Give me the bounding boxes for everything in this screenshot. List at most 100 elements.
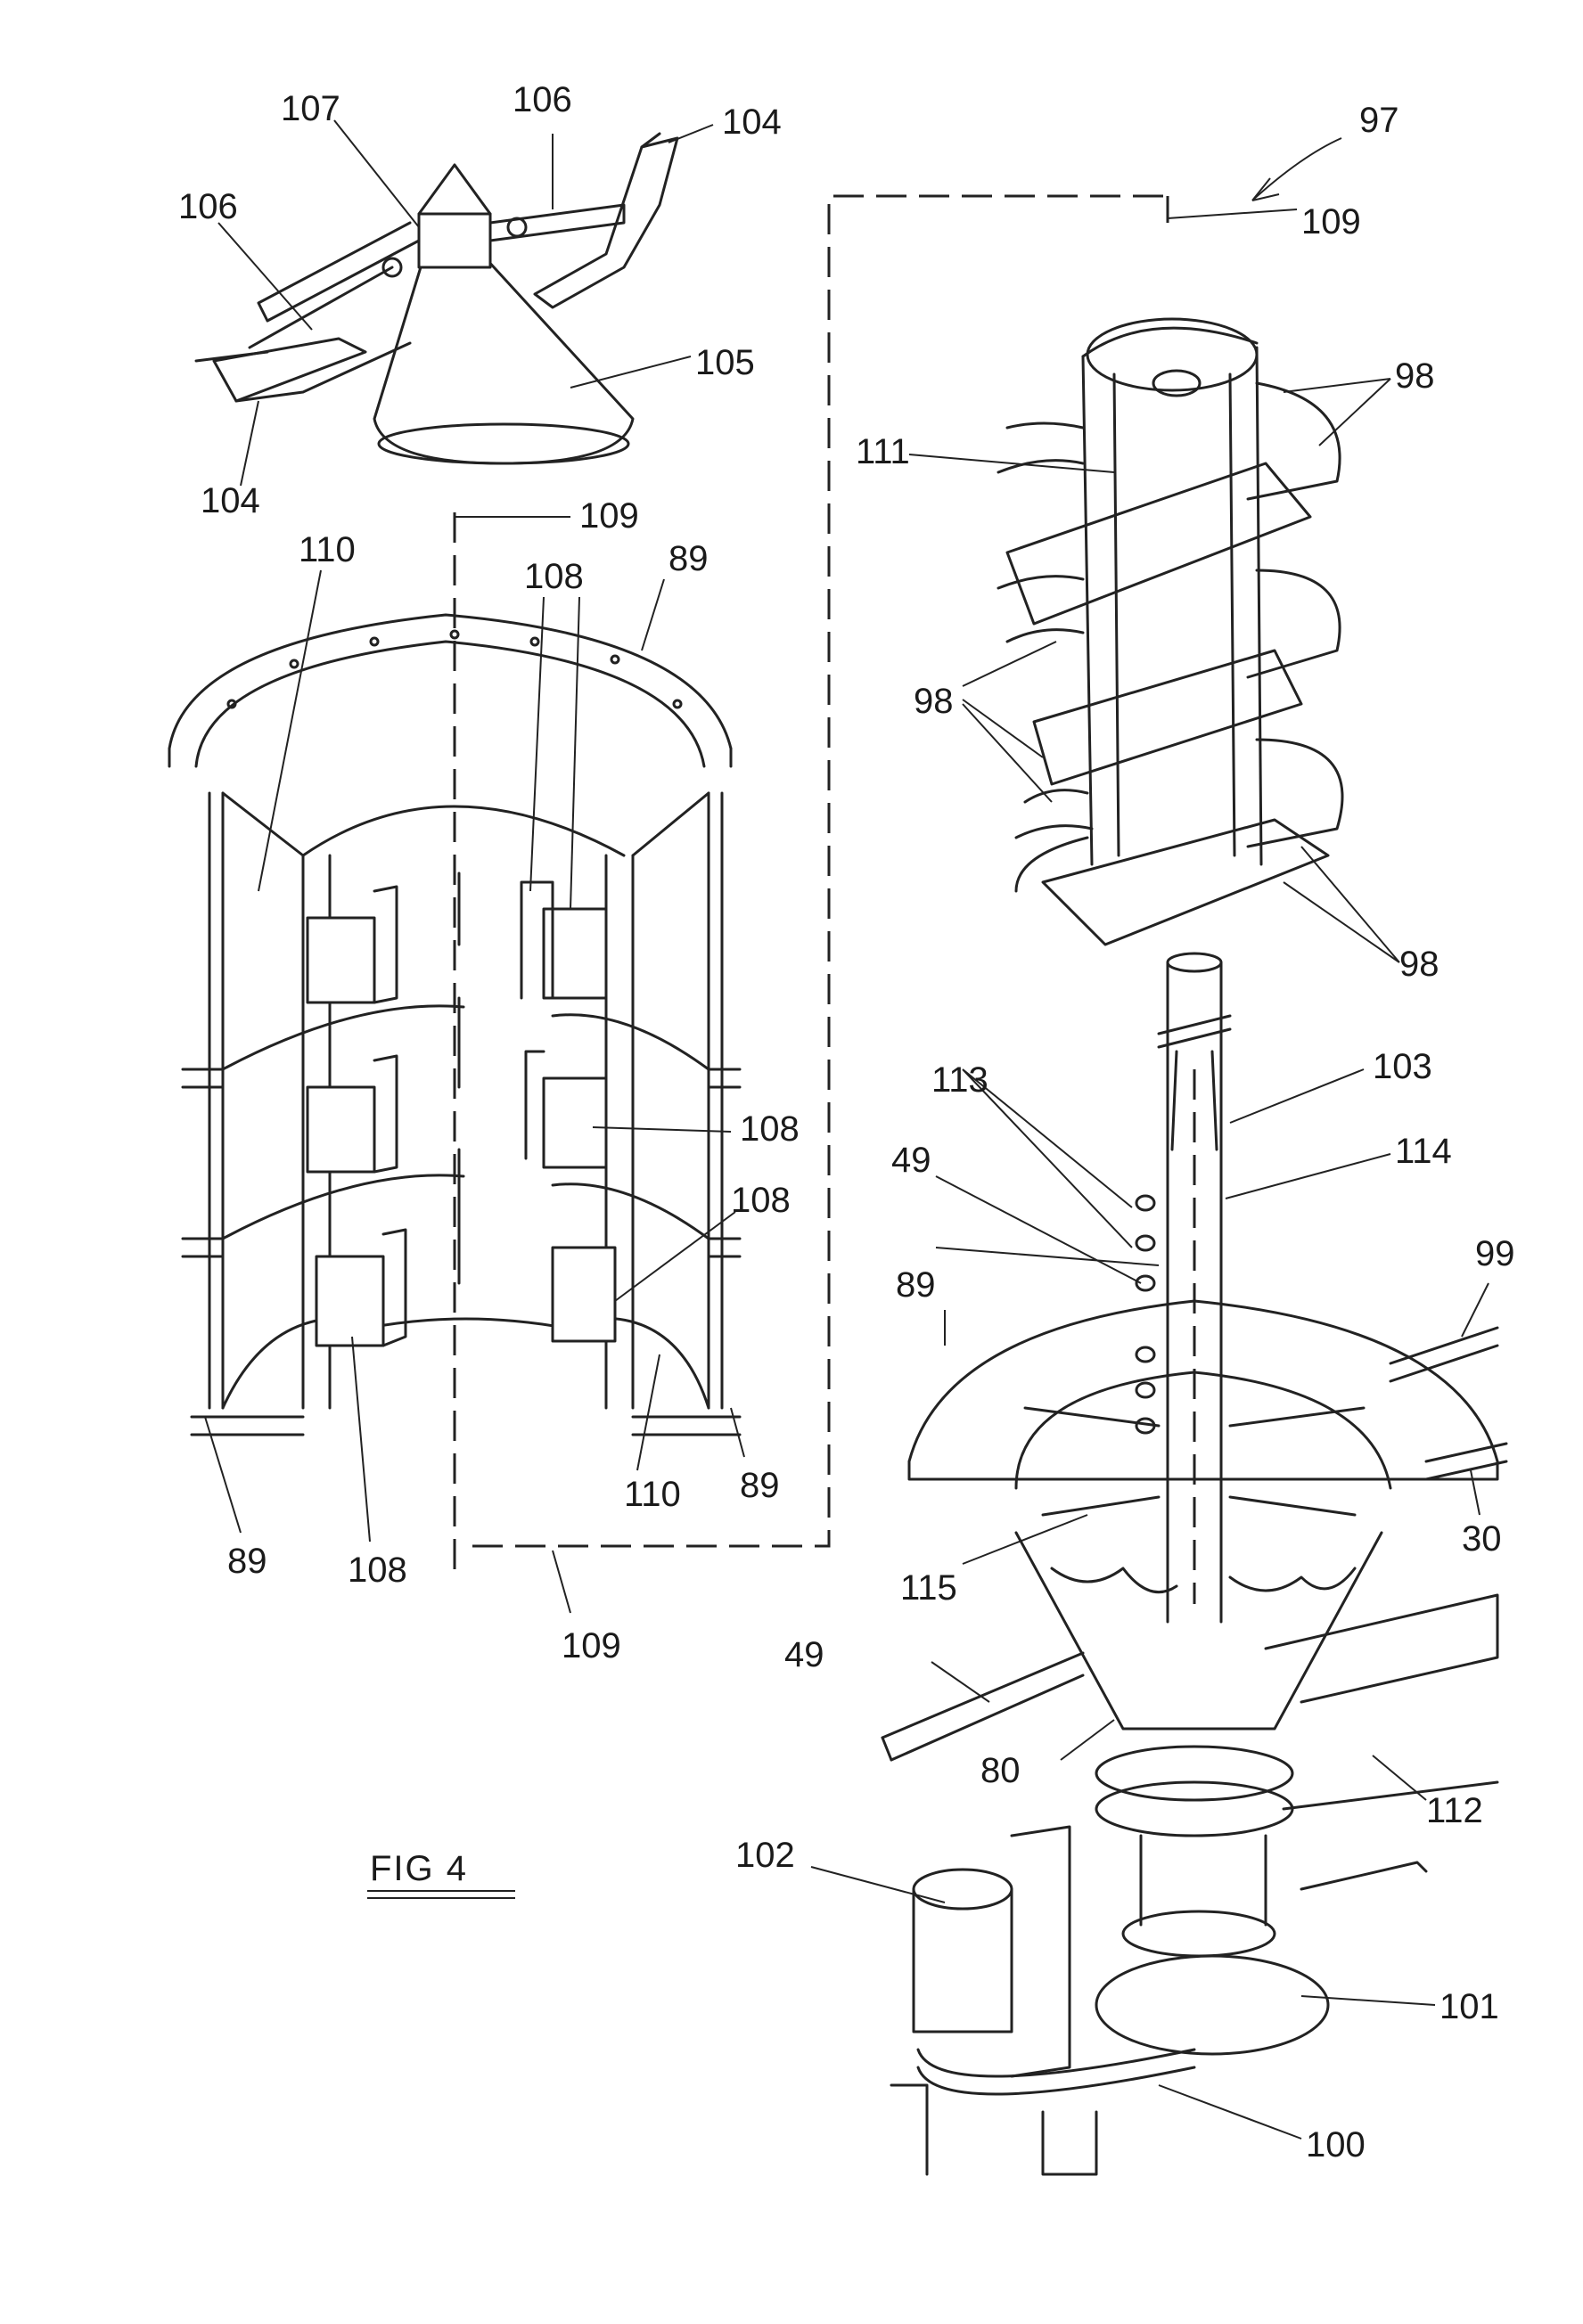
leader-110b	[636, 1354, 660, 1471]
plate-108-l3	[315, 1255, 385, 1347]
plate-108-r2-side	[524, 1050, 545, 1160]
leader-49b	[931, 1661, 990, 1703]
motor-102	[912, 1887, 1013, 2034]
ring-flange-1	[181, 1068, 742, 1089]
cone-105	[373, 257, 635, 465]
arm-pivot-right	[506, 217, 528, 238]
pipe-99	[1389, 1326, 1499, 1383]
leader-80	[1060, 1719, 1115, 1761]
blade-104-left-edge	[234, 341, 412, 403]
leader-30	[1470, 1469, 1480, 1516]
arrow-97	[1251, 177, 1280, 201]
label-108-bottom: 108	[348, 1551, 407, 1590]
shaft-103	[1166, 961, 1223, 1624]
label-106-left: 106	[178, 187, 238, 226]
leader-99	[1461, 1282, 1489, 1338]
ring-flange-bottom	[190, 1415, 742, 1436]
leader-104b	[240, 400, 259, 487]
leader-98c	[1283, 846, 1400, 963]
label-89-right: 89	[740, 1466, 780, 1505]
flange-89-outer	[168, 613, 733, 750]
screw-core	[1081, 346, 1263, 866]
leader-108c	[592, 1126, 732, 1133]
label-30: 30	[1462, 1519, 1502, 1559]
label-110-bottom: 110	[624, 1475, 681, 1514]
arm-106-right	[488, 203, 626, 242]
leader-114	[1225, 1153, 1391, 1199]
leader-106a	[217, 222, 313, 331]
label-111: 111	[856, 432, 910, 471]
plate-108-l2	[306, 1085, 376, 1174]
label-106-top: 106	[513, 80, 572, 119]
label-80: 80	[980, 1751, 1021, 1790]
blade-104-right-tip	[640, 132, 661, 149]
leader-109c	[552, 1550, 571, 1614]
leader-110a	[258, 569, 322, 892]
label-98-left: 98	[914, 682, 954, 721]
belt-100	[916, 2048, 1196, 2096]
hopper-cut-r	[1228, 1567, 1357, 1592]
flange-89-lower	[907, 1299, 1499, 1463]
coupling-flange-2	[1095, 1780, 1294, 1837]
blade-104-right	[533, 136, 679, 309]
plate-108-r3	[551, 1246, 617, 1343]
cross-bars-115	[1023, 1406, 1366, 1517]
hopper-80	[1014, 1531, 1383, 1731]
leader-112	[1372, 1755, 1427, 1801]
label-110-top: 110	[299, 530, 356, 569]
blade-98-3	[1246, 569, 1341, 679]
label-104-left: 104	[201, 481, 260, 520]
motor-mount	[1010, 1825, 1071, 2078]
drive-assembly	[881, 952, 1508, 2176]
coupling-body	[1139, 1834, 1267, 1927]
leader-108e	[351, 1336, 371, 1543]
leader-108a	[529, 596, 545, 892]
leader-114b	[935, 1247, 1160, 1266]
stator-housing	[168, 613, 742, 1436]
arm-106-left-lower	[248, 266, 394, 349]
label-115: 115	[900, 1568, 957, 1608]
label-109-bottom: 109	[562, 1626, 621, 1665]
leader-102	[810, 1866, 946, 1903]
leader-115	[962, 1514, 1088, 1565]
label-89-left: 89	[227, 1542, 267, 1581]
blade-98-4	[1032, 649, 1303, 786]
flange-89-inner	[194, 640, 706, 768]
label-109-mid: 109	[579, 496, 639, 536]
rotor-head-assembly	[194, 132, 679, 465]
blade-98-back-2	[997, 575, 1085, 643]
label-112: 112	[1426, 1791, 1483, 1830]
label-105: 105	[695, 343, 755, 382]
label-99: 99	[1475, 1234, 1515, 1273]
leader-108d	[614, 1211, 736, 1302]
plate-108-l1-side	[373, 885, 398, 1004]
guide-arc-1	[221, 1004, 465, 1071]
leader-101	[1300, 1995, 1436, 2006]
caption-text: FIG 4	[370, 1849, 468, 1888]
label-98-bottom: 98	[1399, 945, 1439, 984]
screw-core-inner	[1112, 372, 1236, 857]
blade-98-back-1	[997, 421, 1085, 474]
screw-assembly	[997, 317, 1344, 946]
beam-112-lower	[1282, 1780, 1499, 1811]
shaft-top	[1166, 952, 1223, 973]
axis-109-box	[472, 194, 1168, 1548]
plate-108-l1	[306, 916, 376, 1004]
blade-98-2	[1005, 462, 1312, 626]
hopper-cut	[1050, 1567, 1178, 1594]
label-113: 113	[931, 1060, 988, 1100]
leader-98b	[962, 641, 1057, 803]
pipe-30	[1424, 1442, 1508, 1481]
guide-arc-4	[551, 1182, 710, 1240]
label-98-top: 98	[1395, 356, 1435, 396]
flange-bolts	[226, 629, 683, 709]
rod-49-end	[881, 1736, 893, 1762]
flange-89-lower-rim	[907, 1460, 1499, 1481]
ring-flange-2	[181, 1237, 742, 1258]
coupling-bottom	[1121, 1910, 1276, 1958]
screw-inner-tube	[1152, 369, 1202, 397]
rod-49	[881, 1651, 1085, 1762]
plate-108-l3-side	[381, 1228, 407, 1347]
arm-pivot-left	[381, 257, 403, 278]
